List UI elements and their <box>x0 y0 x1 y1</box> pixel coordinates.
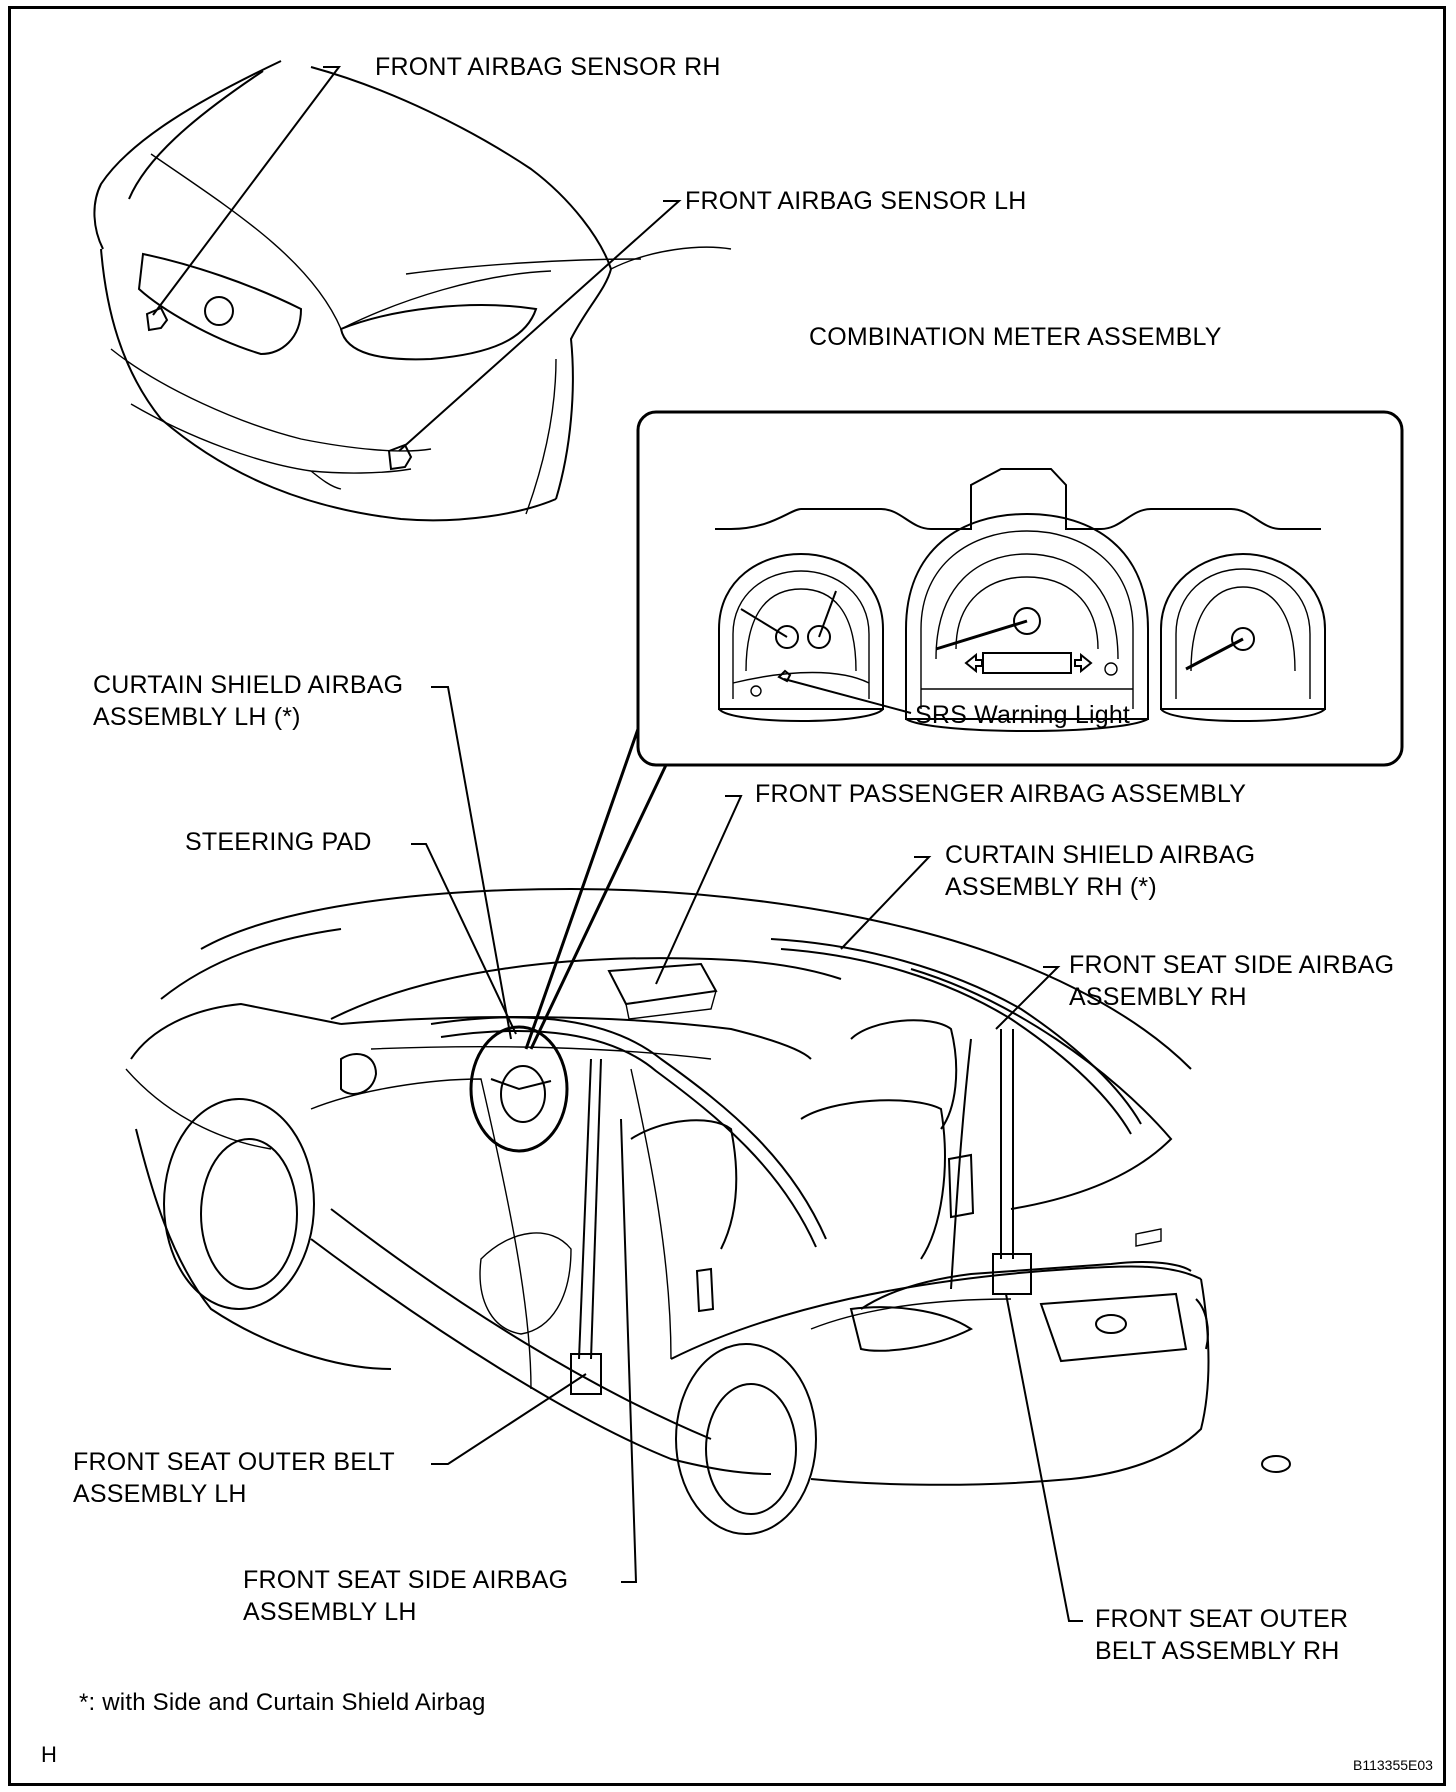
footnote: *: with Side and Curtain Shield Airbag <box>79 1689 486 1716</box>
label-combination-meter-assembly: COMBINATION METER ASSEMBLY <box>809 323 1222 351</box>
label-curtain-shield-airbag-lh-line2: ASSEMBLY LH (*) <box>93 703 301 731</box>
label-front-seat-side-airbag-lh-line2: ASSEMBLY LH <box>243 1598 417 1626</box>
corner-letter: H <box>41 1742 58 1767</box>
car-body-drawing <box>125 887 1291 1535</box>
label-front-airbag-sensor-rh: FRONT AIRBAG SENSOR RH <box>375 53 721 81</box>
label-curtain-shield-airbag-rh-line1: CURTAIN SHIELD AIRBAG <box>945 841 1256 869</box>
vehicle-illustration <box>93 60 1404 1622</box>
diagram-frame: FRONT AIRBAG SENSOR RH FRONT AIRBAG SENS… <box>8 6 1446 1786</box>
label-curtain-shield-airbag-rh-line2: ASSEMBLY RH (*) <box>945 873 1157 901</box>
label-front-seat-side-airbag-rh-line1: FRONT SEAT SIDE AIRBAG <box>1069 951 1395 979</box>
label-front-seat-outer-belt-rh-line2: BELT ASSEMBLY RH <box>1095 1637 1340 1665</box>
label-front-passenger-airbag-assembly: FRONT PASSENGER AIRBAG ASSEMBLY <box>755 780 1247 808</box>
combination-meter-inset <box>636 410 1404 767</box>
label-front-seat-outer-belt-lh-line2: ASSEMBLY LH <box>73 1480 247 1508</box>
label-front-seat-outer-belt-rh-line1: FRONT SEAT OUTER <box>1095 1605 1349 1633</box>
figure-code: B113355E03 <box>1353 1757 1433 1773</box>
label-front-seat-side-airbag-rh-line2: ASSEMBLY RH <box>1069 983 1247 1011</box>
label-front-seat-side-airbag-lh-line1: FRONT SEAT SIDE AIRBAG <box>243 1566 569 1594</box>
label-curtain-shield-airbag-lh-line1: CURTAIN SHIELD AIRBAG <box>93 671 404 699</box>
label-front-airbag-sensor-lh: FRONT AIRBAG SENSOR LH <box>685 187 1027 215</box>
label-front-seat-outer-belt-lh-line1: FRONT SEAT OUTER BELT <box>73 1448 395 1476</box>
label-srs-warning-light: SRS Warning Light <box>915 701 1131 729</box>
label-steering-pad: STEERING PAD <box>185 828 372 856</box>
car-front-drawing <box>93 60 732 522</box>
